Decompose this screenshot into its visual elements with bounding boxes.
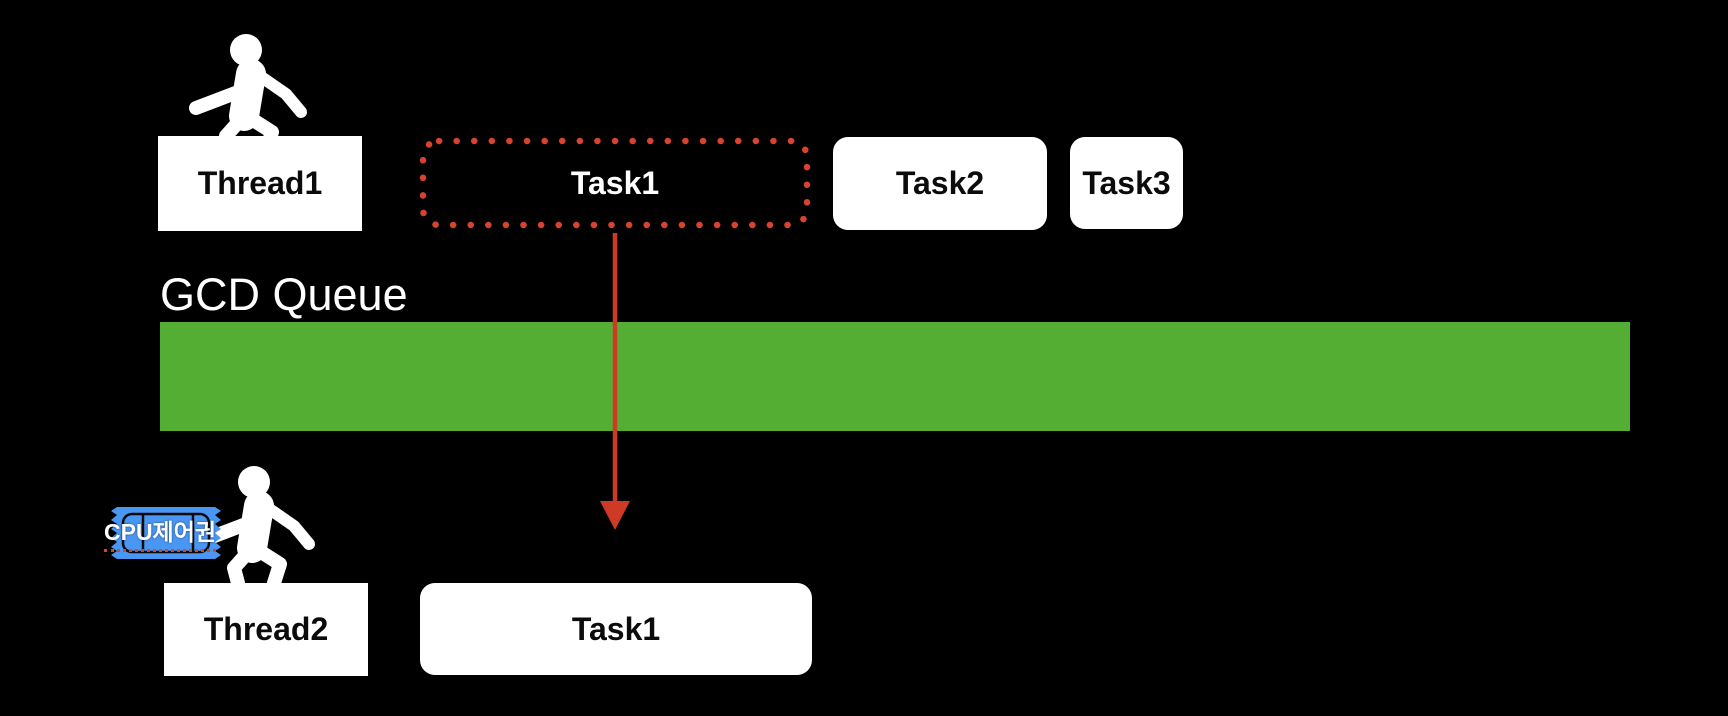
- task1-label: Task1: [570, 164, 660, 201]
- task2-box: Task2: [833, 137, 1047, 230]
- thread2-box: Thread2: [164, 583, 368, 676]
- thread1-label: Thread1: [197, 165, 323, 201]
- task3-box: Task3: [1070, 137, 1183, 229]
- cpu-ticket-label: CPU제어권: [104, 513, 217, 552]
- arrow-down-icon: [600, 233, 630, 530]
- thread1-box: Thread1: [158, 136, 362, 231]
- gcd-queue-label: GCD Queue: [160, 269, 408, 320]
- task2-label: Task2: [895, 165, 985, 201]
- task3-label: Task3: [1082, 164, 1171, 201]
- task1-executing-label: Task1: [571, 610, 661, 647]
- runner-icon: [188, 20, 318, 155]
- ticket-icon: [111, 507, 221, 559]
- thread2-label: Thread2: [203, 611, 329, 647]
- gcd-queue-bar: [160, 322, 1630, 431]
- dashed-border: [419, 137, 811, 229]
- task1-executing-box: Task1: [420, 583, 812, 675]
- task1-dequeued-box: Task1: [418, 136, 812, 230]
